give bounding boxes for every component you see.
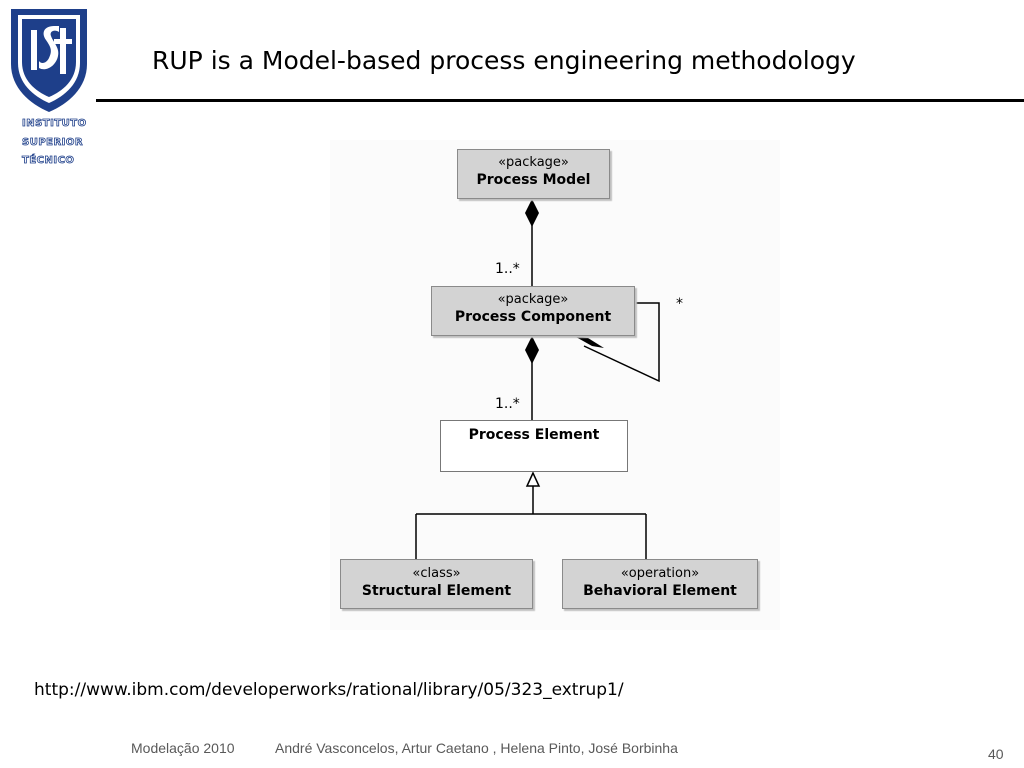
logo-text-line-1: INSTITUTO	[22, 118, 87, 130]
multiplicity-self-composition: *	[676, 296, 683, 312]
node-stereotype: «package»	[497, 292, 569, 307]
node-stereotype: «operation»	[620, 566, 700, 581]
page-number: 40	[988, 746, 1004, 762]
node-stereotype: «package»	[498, 155, 569, 170]
footer-course: Modelação 2010	[131, 740, 235, 756]
node-name: Behavioral Element	[583, 583, 737, 599]
node-process-component: «package» Process Component	[431, 286, 635, 336]
node-name: Process Model	[476, 172, 591, 188]
node-structural-element: «class» Structural Element	[340, 559, 533, 609]
composition-diamond-component	[525, 336, 539, 364]
self-composition-line	[583, 302, 660, 383]
node-process-model: «package» Process Model	[457, 149, 610, 199]
logo-text-line-3: TÉCNICO	[22, 155, 75, 167]
node-name: Process Element	[468, 427, 600, 443]
source-url: http://www.ibm.com/developerworks/ration…	[34, 680, 624, 700]
node-behavioral-element: «operation» Behavioral Element	[562, 559, 758, 609]
ist-shield-icon	[11, 9, 87, 112]
self-composition-diamond	[576, 337, 604, 348]
footer-authors: André Vasconcelos, Artur Caetano , Helen…	[275, 740, 678, 756]
node-stereotype: «class»	[412, 566, 461, 581]
composition-diamond-model	[525, 199, 539, 227]
node-process-element: Process Element	[440, 420, 628, 472]
generalization-arrowhead	[525, 471, 541, 487]
node-name: Process Component	[454, 309, 612, 325]
ist-logo: INSTITUTO SUPERIOR TÉCNICO	[8, 6, 90, 176]
title-divider	[96, 99, 1024, 102]
logo-text-line-2: SUPERIOR	[22, 137, 84, 149]
multiplicity-model-component: 1..*	[495, 261, 520, 277]
multiplicity-component-element: 1..*	[495, 396, 520, 412]
diagram-connectors	[415, 199, 660, 560]
uml-diagram: «package» Process Model «package» Proces…	[330, 140, 780, 630]
slide-title: RUP is a Model-based process engineering…	[152, 46, 856, 75]
node-name: Structural Element	[361, 583, 512, 599]
